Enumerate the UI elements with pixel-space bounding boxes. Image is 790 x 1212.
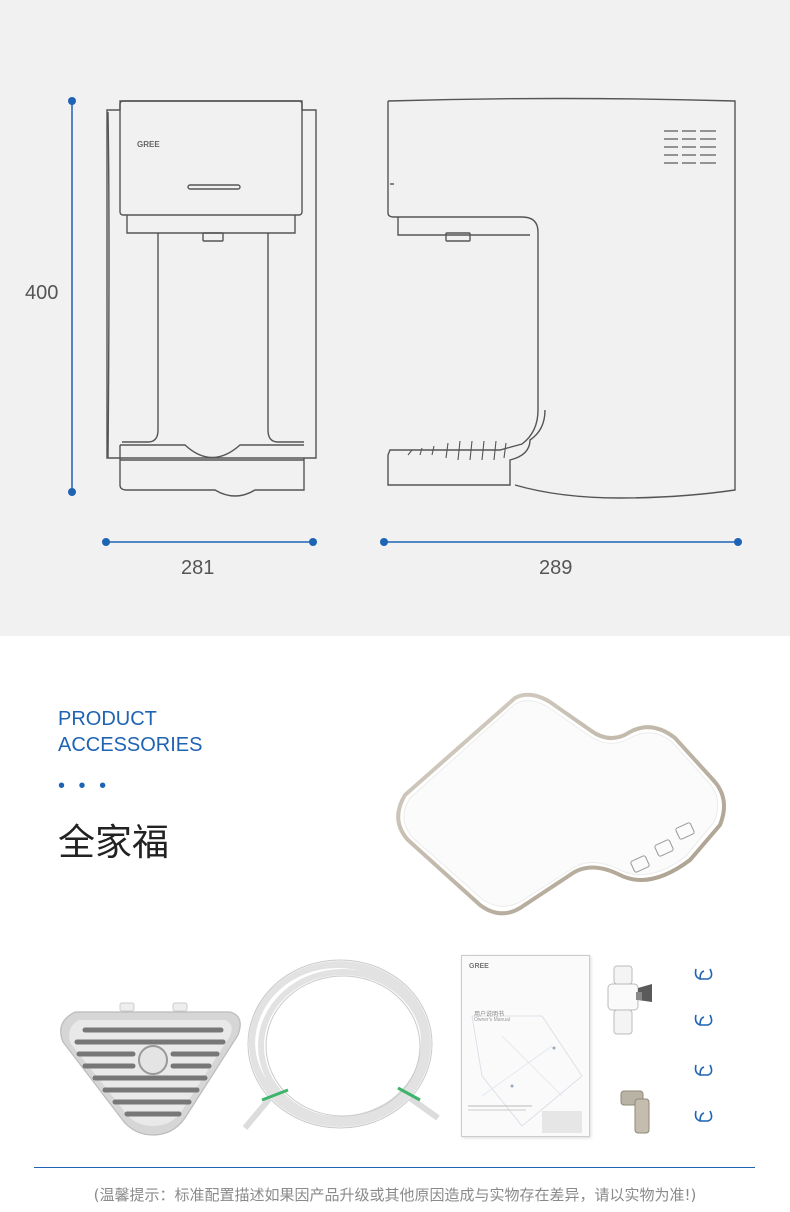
accessories-heading: PRODUCT ACCESSORIES [58,706,202,758]
height-dimension-line [68,97,76,496]
manual-logo: GREE [469,963,489,970]
dimension-drawing: GREE [68,97,742,546]
valve-fitting-image [607,965,652,1035]
owners-manual-image: GREE 用户说明书 Owner's Manual [461,955,590,1137]
decorative-dots: • • • [58,775,111,797]
top-panel-image [396,692,726,916]
elbow-connector-image [620,1090,650,1134]
front-view-drawing [106,100,317,497]
accessories-heading-line1: PRODUCT [58,708,157,730]
front-width-dimension-line [102,538,317,546]
accessories-title-cn: 全家福 [58,821,169,864]
manual-title-en: Owner's Manual [474,1017,510,1023]
height-label: 400 [25,282,59,304]
front-view-logo: GREE [137,140,160,149]
footer-note: (温馨提示：标准配置描述如果因产品升级或其他原因造成与实物存在差异，请以实物为准… [93,1186,697,1204]
side-width-label: 289 [539,557,573,579]
manual-cover-art [468,1015,583,1133]
side-view-drawing [387,97,736,499]
accessories-heading-line2: ACCESSORIES [58,734,203,756]
water-tube-image [242,959,440,1130]
panel-touch-buttons [630,822,695,873]
tube-clips-image [694,968,713,1122]
footer-divider [34,1167,755,1168]
drip-tray-image [60,1002,241,1136]
manual-title-cn: 用户说明书 [474,1011,505,1018]
dimension-section: GREE 400 281 289 [0,0,790,636]
front-width-label: 281 [181,557,215,579]
side-width-dimension-line [380,538,742,546]
